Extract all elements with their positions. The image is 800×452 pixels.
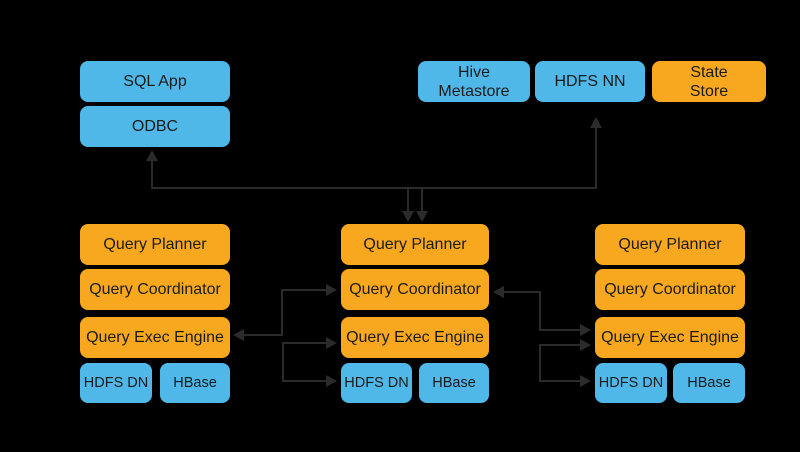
node3-hbase: HBase: [673, 363, 745, 403]
arrowhead-mid-hdfs-dn-icon: [326, 375, 337, 387]
node2-query-exec-engine: Query Exec Engine: [341, 317, 489, 358]
arrowhead-right-exec-1-icon: [580, 324, 591, 336]
connector-left-exec-mid-coordinator: [244, 289, 326, 336]
node1-query-planner: Query Planner: [80, 224, 230, 265]
node1-query-coordinator: Query Coordinator: [80, 269, 230, 310]
connector-bracket-left-mid: [282, 342, 326, 382]
node1-query-exec-engine-label: Query Exec Engine: [86, 329, 224, 346]
connector-mid-coordinator-right-exec: [504, 291, 580, 331]
node3-hdfs-dn-label: HDFS DN: [598, 374, 664, 391]
node2-query-planner: Query Planner: [341, 224, 489, 265]
arrowhead-down-planner-1-icon: [402, 211, 414, 222]
node1-hbase-label: HBase: [173, 374, 217, 391]
state-store-label: State Store: [689, 63, 729, 100]
node2-hbase: HBase: [419, 363, 489, 403]
node1-query-planner-label: Query Planner: [103, 236, 207, 253]
node1-query-coordinator-label: Query Coordinator: [89, 281, 221, 298]
hdfs-nn-node: HDFS NN: [535, 61, 645, 102]
arrowhead-up-hdfs-nn-icon: [590, 117, 602, 128]
state-store-node: State Store: [652, 61, 766, 102]
arrowhead-right-hdfs-dn-icon: [580, 375, 591, 387]
node1-hdfs-dn-label: HDFS DN: [83, 374, 149, 391]
node1-hdfs-dn: HDFS DN: [80, 363, 152, 403]
node2-hdfs-dn-label: HDFS DN: [344, 374, 409, 391]
node3-query-coordinator-label: Query Coordinator: [604, 281, 736, 298]
node3-query-coordinator: Query Coordinator: [595, 269, 745, 310]
hdfs-nn-label: HDFS NN: [554, 73, 626, 90]
node3-query-exec-engine-label: Query Exec Engine: [601, 329, 739, 346]
node2-query-coordinator-label: Query Coordinator: [349, 281, 481, 298]
sql-app-label: SQL App: [123, 73, 187, 90]
node3-hdfs-dn: HDFS DN: [595, 363, 667, 403]
arrowhead-up-odbc-icon: [146, 150, 158, 161]
node3-query-exec-engine: Query Exec Engine: [595, 317, 745, 358]
node2-query-planner-label: Query Planner: [363, 236, 467, 253]
connector-bracket-mid-right: [539, 344, 580, 382]
arrowhead-right-exec-2-icon: [580, 339, 591, 351]
node2-query-exec-engine-label: Query Exec Engine: [346, 329, 484, 346]
node2-hdfs-dn: HDFS DN: [341, 363, 412, 403]
arrowhead-mid-coordinator-left-icon: [493, 286, 504, 298]
odbc-node: ODBC: [80, 106, 230, 147]
hive-metastore-label: Hive Metastore: [438, 63, 510, 100]
odbc-label: ODBC: [131, 118, 179, 135]
node3-hbase-label: HBase: [687, 374, 731, 391]
node1-hbase: HBase: [160, 363, 230, 403]
arrowhead-down-planner-2-icon: [416, 211, 428, 222]
arrowhead-mid-exec-icon: [326, 337, 337, 349]
node3-query-planner-label: Query Planner: [618, 236, 722, 253]
arrowhead-left-exec-icon: [233, 329, 244, 341]
arrowhead-mid-coordinator-icon: [326, 284, 337, 296]
connector-client-bus: [151, 128, 597, 212]
node1-query-exec-engine: Query Exec Engine: [80, 317, 230, 358]
node2-hbase-label: HBase: [432, 374, 476, 391]
hive-metastore-node: Hive Metastore: [418, 61, 530, 102]
sql-app-node: SQL App: [80, 61, 230, 102]
node2-query-coordinator: Query Coordinator: [341, 269, 489, 310]
node3-query-planner: Query Planner: [595, 224, 745, 265]
